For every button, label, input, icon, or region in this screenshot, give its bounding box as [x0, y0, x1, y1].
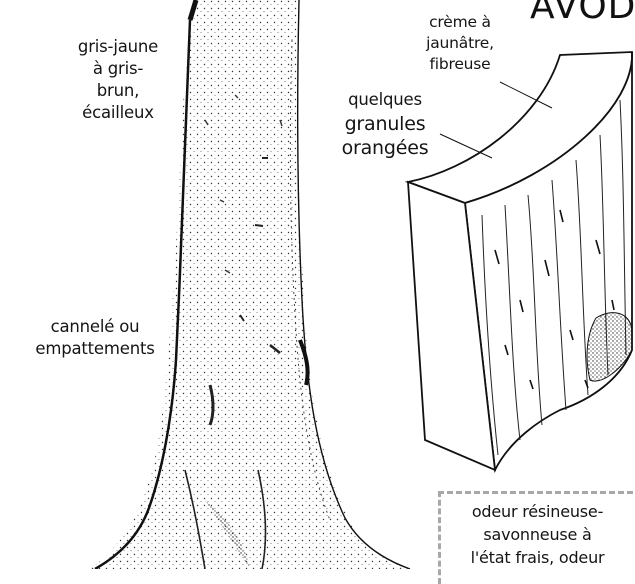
label-line: savonneuse à	[440, 523, 635, 546]
label-line: gris-jaune	[48, 36, 188, 58]
label-line: crème à	[395, 12, 525, 33]
label-sapwood: crème à jaunâtre, fibreuse	[395, 12, 525, 75]
label-line: cannelé ou	[20, 316, 170, 338]
label-granules: quelques granules orangées	[320, 88, 450, 160]
label-line: l'état frais, odeur	[440, 546, 635, 569]
label-line: écailleux	[48, 102, 188, 124]
label-line: jaunâtre,	[395, 33, 525, 54]
label-line: empattements	[20, 338, 170, 360]
label-line: odeur résineuse-	[440, 500, 635, 523]
label-line: fibreuse	[395, 54, 525, 75]
label-base: cannelé ou empattements	[20, 316, 170, 360]
label-line: à gris-	[48, 58, 188, 80]
label-line: quelques	[320, 88, 450, 112]
label-line: brun,	[48, 80, 188, 102]
label-line: granules	[320, 112, 450, 136]
page-title: AVOD	[530, 0, 635, 27]
label-bark-color: gris-jaune à gris- brun, écailleux	[48, 36, 188, 124]
label-odor: odeur résineuse- savonneuse à l'état fra…	[440, 500, 635, 569]
label-line: orangées	[320, 136, 450, 160]
